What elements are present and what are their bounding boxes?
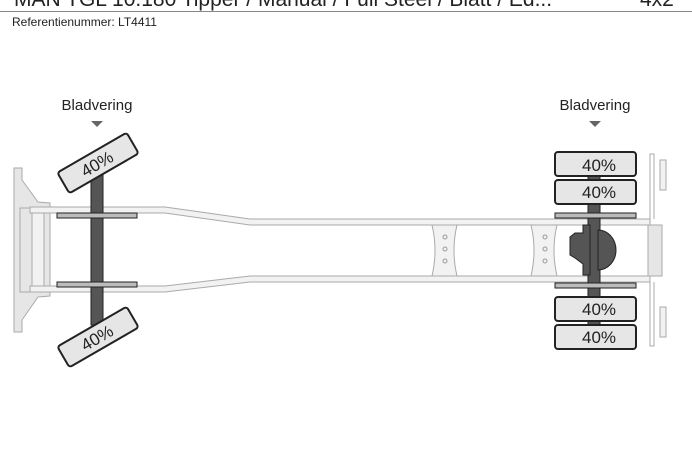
tire-tread: 40% <box>582 328 616 347</box>
differential <box>569 224 617 276</box>
front-tire-left <box>57 132 139 194</box>
front-axle <box>90 174 104 326</box>
tire-tread: 40% <box>582 183 616 202</box>
front-arrow-icon <box>91 121 103 127</box>
tire-tread: 40% <box>582 156 616 175</box>
front-leaf-spring <box>56 212 138 219</box>
rear-suspension-label: Bladvering <box>559 97 631 114</box>
drive-config: 4x2 <box>640 0 674 12</box>
rear-leaf-spring <box>554 282 637 289</box>
vehicle-title: MAN TGL 10.180 Tipper / Manual / Full St… <box>14 0 552 12</box>
tire-tread: 40% <box>582 300 616 319</box>
rear-tire <box>554 179 637 205</box>
front-leaf-spring <box>56 281 138 288</box>
divider <box>0 11 692 12</box>
front-tire-right <box>57 306 139 368</box>
rear-tire <box>554 296 637 322</box>
reference-number: Referentienummer: LT4411 <box>12 15 157 29</box>
rear-tire <box>554 151 637 177</box>
frame <box>29 153 667 347</box>
rear-arrow-icon <box>589 121 601 127</box>
rear-leaf-spring <box>554 212 637 219</box>
rear-tire <box>554 324 637 350</box>
front-suspension-label: Bladvering <box>61 97 133 114</box>
